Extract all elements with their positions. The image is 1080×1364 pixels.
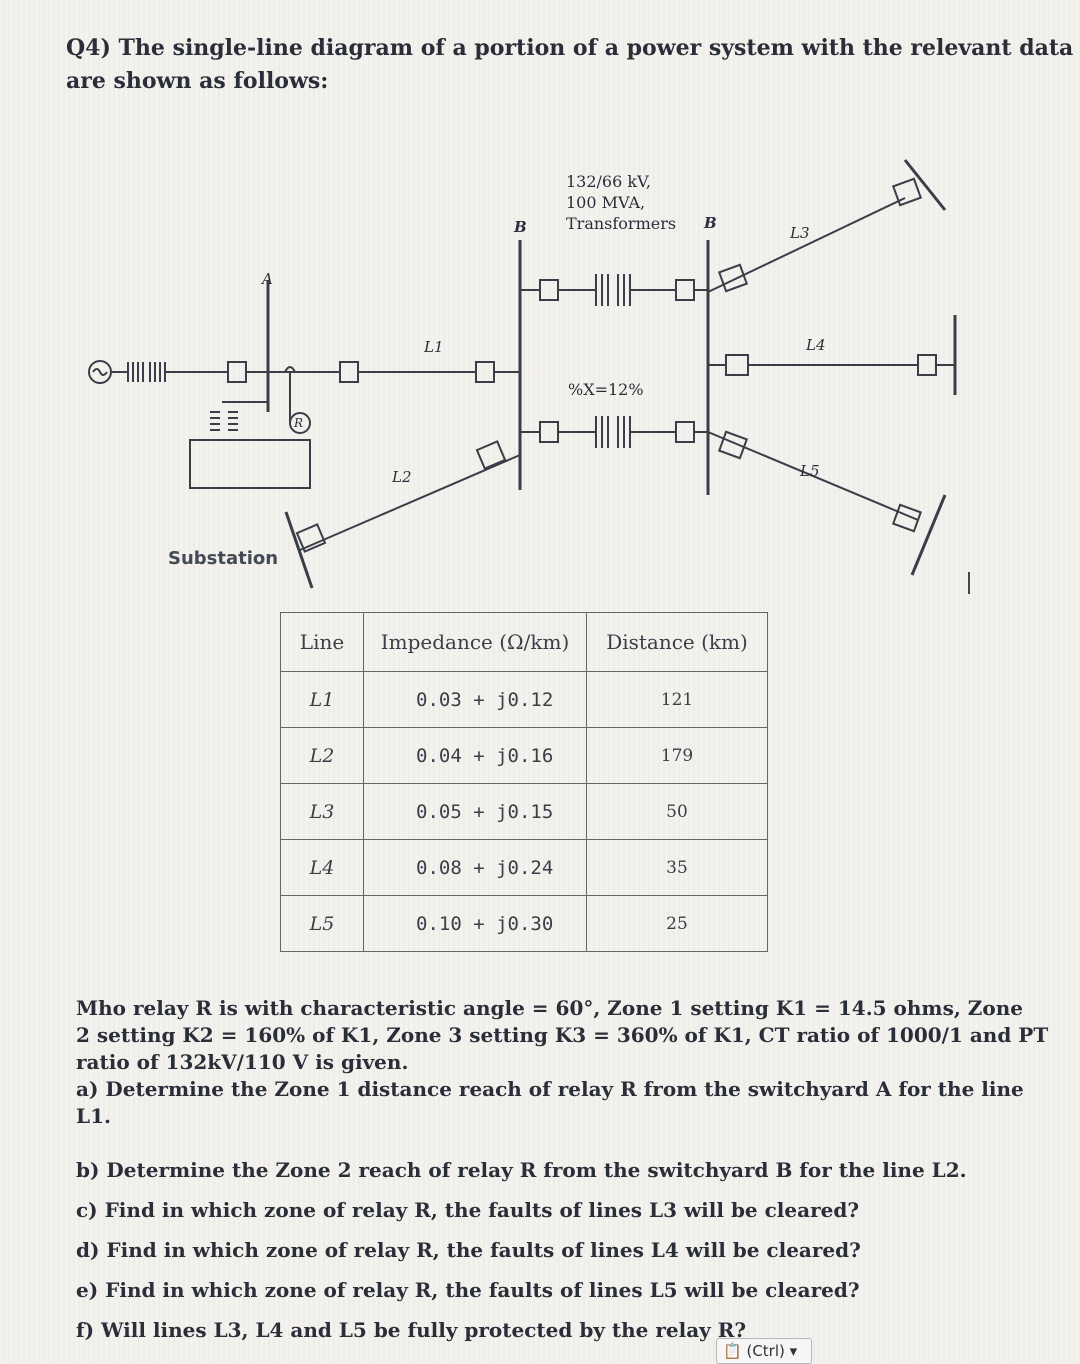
- transformer-rating-3: Transformers: [566, 214, 677, 233]
- cell-line: L2: [280, 727, 364, 784]
- transformer-reactance-label: %X=12%: [568, 380, 644, 399]
- header-impedance: Impedance (Ω/km): [363, 612, 587, 672]
- transformer-1: [595, 274, 631, 306]
- question-title-line: Q4) The single-line diagram of a portion…: [66, 35, 1074, 61]
- question-c: c) Find in which zone of relay R, the fa…: [76, 1198, 860, 1222]
- bus-l5-end: [910, 494, 947, 576]
- bus-b-left-label: B: [514, 218, 527, 236]
- relay-label: R: [294, 416, 304, 430]
- breaker-t2-hv: [539, 421, 559, 443]
- breaker-t1-hv: [539, 279, 559, 301]
- relay-symbol: [289, 412, 311, 434]
- table-row: L3 0.05 + j0.15 50: [280, 783, 768, 840]
- cell-distance: 25: [586, 895, 768, 952]
- breaker-substation-l2: [295, 523, 327, 553]
- line-l5: [707, 431, 919, 521]
- line-l4-label: L4: [806, 336, 826, 354]
- question-title-line: are shown as follows:: [66, 68, 329, 94]
- transformer-rating-2: 100 MVA,: [566, 193, 646, 212]
- chevron-down-icon: ▾: [789, 1342, 798, 1360]
- problem-line: ratio of 132kV/110 V is given.: [76, 1050, 409, 1074]
- table-row: L5 0.10 + j0.30 25: [280, 895, 768, 952]
- cell-impedance: 0.05 + j0.15: [363, 783, 587, 840]
- cell-distance: 50: [586, 783, 768, 840]
- current-transformer: [284, 366, 296, 373]
- table-row: L4 0.08 + j0.24 35: [280, 839, 768, 896]
- single-line-diagram: A R Substation L1 L2 B B 132/66 kV, 100 …: [0, 150, 1080, 600]
- line-l2-label: L2: [392, 468, 412, 486]
- breaker-l5-recv: [891, 503, 923, 533]
- breaker-l3-send: [717, 263, 749, 293]
- question-a: a) Determine the Zone 1 distance reach o…: [76, 1076, 1036, 1130]
- transformer-rating-1: 132/66 kV,: [566, 172, 651, 191]
- line-l3: [707, 197, 906, 293]
- cell-line: L3: [280, 783, 364, 840]
- header-line: Line: [280, 612, 364, 672]
- line-l1-label: L1: [424, 338, 444, 356]
- breaker-t1-lv: [675, 279, 695, 301]
- cell-distance: 179: [586, 727, 768, 784]
- question-d: d) Find in which zone of relay R, the fa…: [76, 1238, 861, 1262]
- cell-distance: 35: [586, 839, 768, 896]
- breaker-a-l1: [339, 361, 359, 383]
- cell-line: L5: [280, 895, 364, 952]
- line-data-table: Line Impedance (Ω/km) Distance (km) L1 0…: [280, 612, 768, 952]
- generator-transformer: [127, 362, 166, 382]
- generator-wave: [92, 368, 108, 376]
- cell-impedance: 0.03 + j0.12: [363, 671, 587, 728]
- breaker-generator: [227, 361, 247, 383]
- substation-label: Substation: [168, 548, 279, 569]
- transformer-2: [595, 416, 631, 448]
- breaker-l4-recv: [917, 354, 937, 376]
- potential-transformer: [210, 411, 238, 431]
- breaker-b-l2: [475, 440, 507, 470]
- substation-bus: [284, 511, 314, 589]
- diagram-drawing: [88, 159, 957, 589]
- switchyard-a-label: A: [262, 270, 273, 288]
- table-row: L1 0.03 + j0.12 121: [280, 671, 768, 728]
- question-list: b) Determine the Zone 2 reach of relay R…: [76, 1150, 1036, 1350]
- table-header-row: Line Impedance (Ω/km) Distance (km): [280, 612, 768, 672]
- paste-options-label: (Ctrl): [746, 1342, 785, 1360]
- problem-line: Mho relay R is with characteristic angle…: [76, 996, 1023, 1020]
- breaker-l4-send: [725, 354, 749, 376]
- problem-statement: Mho relay R is with characteristic angle…: [76, 995, 1049, 1076]
- question-line: L1.: [76, 1104, 111, 1128]
- paste-options-button[interactable]: 📋 (Ctrl) ▾: [716, 1338, 812, 1364]
- line-l2: [299, 454, 521, 551]
- cell-line: L4: [280, 839, 364, 896]
- breaker-l5-send: [717, 430, 749, 460]
- table-row: L2 0.04 + j0.16 179: [280, 727, 768, 784]
- cell-distance: 121: [586, 671, 768, 728]
- cell-impedance: 0.08 + j0.24: [363, 839, 587, 896]
- text-cursor: [968, 572, 970, 594]
- header-distance: Distance (km): [586, 612, 768, 672]
- cell-line: L1: [280, 671, 364, 728]
- breaker-l3-recv: [891, 177, 923, 207]
- question-line: a) Determine the Zone 1 distance reach o…: [76, 1077, 1024, 1101]
- cell-impedance: 0.10 + j0.30: [363, 895, 587, 952]
- breaker-t2-lv: [675, 421, 695, 443]
- line-l3-label: L3: [790, 224, 810, 242]
- bus-b-right-label: B: [704, 214, 717, 232]
- problem-line: 2 setting K2 = 160% of K1, Zone 3 settin…: [76, 1023, 1049, 1047]
- question-e: e) Find in which zone of relay R, the fa…: [76, 1278, 860, 1302]
- bus-l3-end: [903, 159, 947, 211]
- breaker-b-l1: [475, 361, 495, 383]
- question-f: f) Will lines L3, L4 and L5 be fully pro…: [76, 1318, 747, 1342]
- question-title: Q4) The single-line diagram of a portion…: [66, 32, 1074, 98]
- question-b: b) Determine the Zone 2 reach of relay R…: [76, 1158, 967, 1182]
- clipboard-icon: 📋: [723, 1342, 742, 1360]
- cell-impedance: 0.04 + j0.16: [363, 727, 587, 784]
- line-l5-label: L5: [800, 462, 820, 480]
